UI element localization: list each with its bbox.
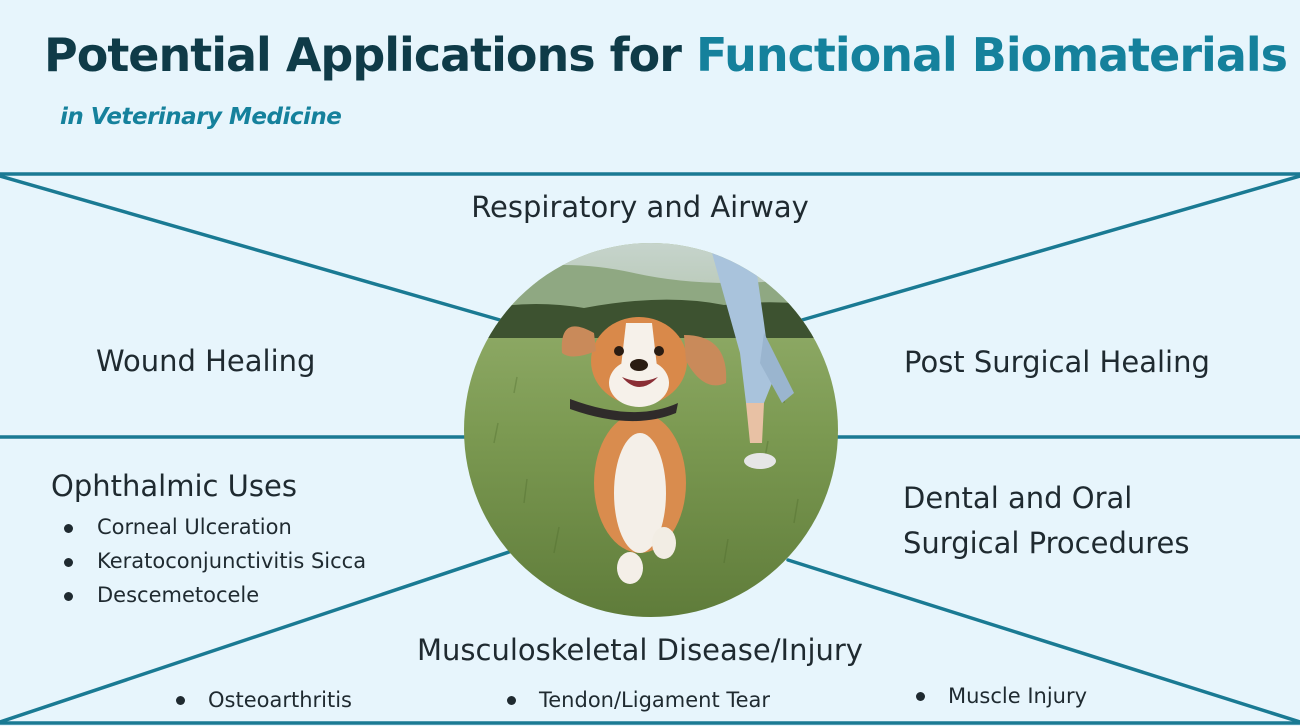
dental-oral-line-1: Dental and Oral: [903, 481, 1133, 515]
top-left-diagonal: [0, 174, 502, 322]
wound-healing-label: Wound Healing: [96, 344, 316, 378]
list-item-osteoarthritis: Osteoarthritis: [172, 683, 352, 717]
ophthalmic-uses-list: Corneal Ulceration Keratoconjunctivitis …: [51, 510, 366, 612]
respiratory-airway-label: Respiratory and Airway: [471, 190, 809, 224]
list-item: Keratoconjunctivitis Sicca: [51, 544, 366, 578]
dental-oral-label: Dental and Oral Surgical Procedures: [903, 476, 1263, 566]
center-dog-photo: [464, 243, 838, 617]
musculoskeletal-label: Musculoskeletal Disease/Injury: [417, 633, 863, 667]
list-item-tendon-ligament: Tendon/Ligament Tear: [503, 683, 770, 717]
top-right-diagonal: [800, 174, 1300, 322]
list-item: Corneal Ulceration: [51, 510, 366, 544]
page-title: Potential Applications for Functional Bi…: [44, 28, 1288, 82]
title-main: Potential Applications for: [44, 28, 696, 82]
ophthalmic-uses-label: Ophthalmic Uses: [51, 469, 297, 503]
post-surgical-healing-label: Post Surgical Healing: [904, 345, 1210, 379]
bottom-left-diagonal: [0, 549, 514, 724]
list-item-muscle-injury: Muscle Injury: [912, 679, 1087, 713]
title-accent: Functional Biomaterials: [695, 28, 1288, 82]
beagle-running-in-grass-photo: [464, 243, 838, 617]
bottom-right-diagonal: [786, 558, 1300, 724]
dental-oral-line-2: Surgical Procedures: [903, 526, 1190, 560]
page-subtitle: in Veterinary Medicine: [60, 104, 342, 130]
list-item: Descemetocele: [51, 578, 366, 612]
